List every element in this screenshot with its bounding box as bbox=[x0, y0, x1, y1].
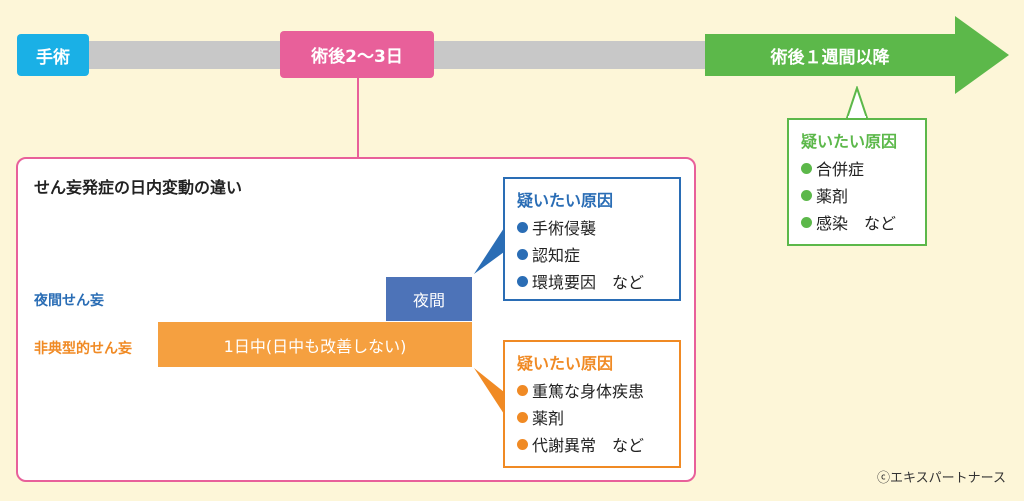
list-item: 薬剤 bbox=[801, 183, 913, 210]
list-item: 感染 など bbox=[801, 210, 913, 237]
atypical-cause-title: 疑いたい原因 bbox=[517, 354, 614, 373]
bullet-icon bbox=[801, 163, 812, 174]
night-delirium-label: 夜間せん妄 bbox=[34, 293, 104, 309]
night-cause-box: 疑いたい原因 手術侵襲 認知症 環境要因 など bbox=[503, 177, 681, 301]
orange-pointer bbox=[474, 368, 504, 414]
list-item: 重篤な身体疾患 bbox=[517, 378, 667, 405]
bullet-icon bbox=[801, 190, 812, 201]
bullet-icon bbox=[517, 249, 528, 260]
arrow-right-icon bbox=[705, 16, 1009, 94]
copyright-text: ⓒエキスパートナース bbox=[877, 471, 1006, 486]
week-cause-box: 疑いたい原因 合併症 薬剤 感染 など bbox=[787, 118, 927, 246]
bullet-icon bbox=[517, 276, 528, 287]
week-cause-title: 疑いたい原因 bbox=[801, 132, 898, 151]
list-item: 認知症 bbox=[517, 242, 667, 269]
atypical-cause-box: 疑いたい原因 重篤な身体疾患 薬剤 代謝異常 など bbox=[503, 340, 681, 468]
blue-pointer bbox=[474, 228, 504, 274]
bullet-icon bbox=[517, 439, 528, 450]
night-bar: 夜間 bbox=[386, 277, 472, 321]
bullet-icon bbox=[801, 217, 812, 228]
atypical-delirium-label: 非典型的せん妄 bbox=[34, 341, 132, 357]
postop-week-label: 術後１週間以降 bbox=[770, 47, 890, 68]
surgery-label: 手術 bbox=[17, 34, 89, 76]
panel-title: せん妄発症の日内変動の違い bbox=[34, 178, 243, 197]
night-cause-title: 疑いたい原因 bbox=[517, 191, 614, 210]
allday-bar: 1日中(日中も改善しない) bbox=[158, 322, 472, 367]
list-item: 薬剤 bbox=[517, 405, 667, 432]
list-item: 代謝異常 など bbox=[517, 432, 667, 459]
list-item: 手術侵襲 bbox=[517, 215, 667, 242]
green-pointer bbox=[845, 86, 869, 120]
postop-week-arrow: 術後１週間以降 bbox=[705, 16, 1009, 94]
list-item: 環境要因 など bbox=[517, 269, 667, 296]
list-item: 合併症 bbox=[801, 156, 913, 183]
bullet-icon bbox=[517, 412, 528, 423]
postop-2-3-days-label: 術後2〜3日 bbox=[280, 31, 434, 78]
bullet-icon bbox=[517, 222, 528, 233]
connector-line bbox=[357, 78, 359, 158]
bullet-icon bbox=[517, 385, 528, 396]
